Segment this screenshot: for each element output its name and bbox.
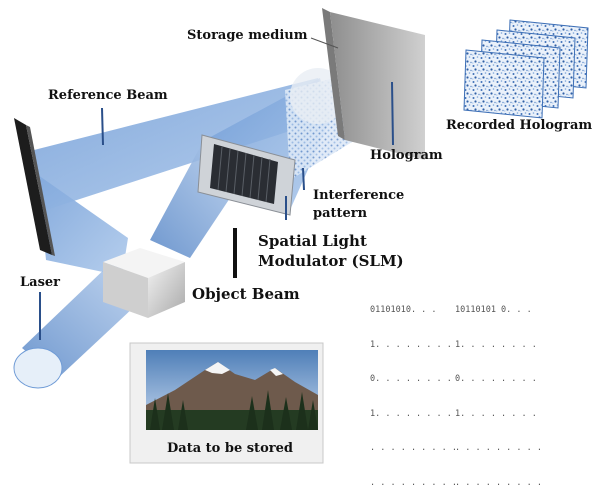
bit-row: 1. . . . . . . . [370, 339, 452, 350]
storage-medium-slab [322, 8, 425, 160]
label-interference-line1: Interference [313, 188, 405, 203]
pointer-lines [39, 81, 394, 340]
storage-pointer [310, 37, 339, 49]
bit-row: 1. . . . . . . . [455, 339, 537, 350]
mirror-panel [14, 118, 52, 255]
bit-row: 01101010. . . [370, 305, 437, 315]
beam-splitter-cube [103, 248, 185, 318]
bit-column-right: 10110101 0. . . 1. . . . . . . . 0. . . … [455, 282, 542, 501]
label-recorded-hologram: Recorded Hologram [446, 118, 593, 133]
label-hologram: Hologram [370, 148, 443, 163]
slm-panel [197, 134, 296, 216]
bit-row: . . . . . . . . . [455, 443, 542, 453]
bit-row: . . . . . . . . . [370, 477, 457, 488]
bit-row: . . . . . . . . . [455, 477, 542, 488]
label-slm-line1: Spatial Light [258, 232, 367, 250]
bit-row: 10110101 0. . . [455, 305, 532, 315]
reference-beam [34, 78, 330, 210]
label-laser: Laser [20, 275, 61, 290]
hologram-diagram [13, 8, 589, 464]
label-reference-beam: Reference Beam [48, 88, 168, 103]
landscape-photo [146, 350, 318, 430]
bit-row: 0. . . . . . . . [370, 374, 452, 384]
object-beam-marker [233, 228, 237, 278]
mirror-edge [26, 125, 55, 256]
bit-row: 1. . . . . . . . [455, 408, 537, 419]
label-storage-medium: Storage medium [187, 28, 308, 43]
bit-column-left: 01101010. . . 1. . . . . . . . 0. . . . … [370, 282, 457, 501]
bit-row: 0. . . . . . . . [455, 374, 537, 384]
label-data-to-be-stored: Data to be stored [167, 441, 293, 456]
label-object-beam: Object Beam [192, 285, 300, 303]
bit-row: . . . . . . . . . [370, 443, 457, 453]
label-interference-line2: pattern [313, 206, 368, 221]
hologram-sheets [463, 19, 589, 119]
laser-aperture [13, 347, 63, 389]
label-slm-line2: Modulator (SLM) [258, 252, 404, 270]
bit-row: 1. . . . . . . . [370, 408, 452, 419]
